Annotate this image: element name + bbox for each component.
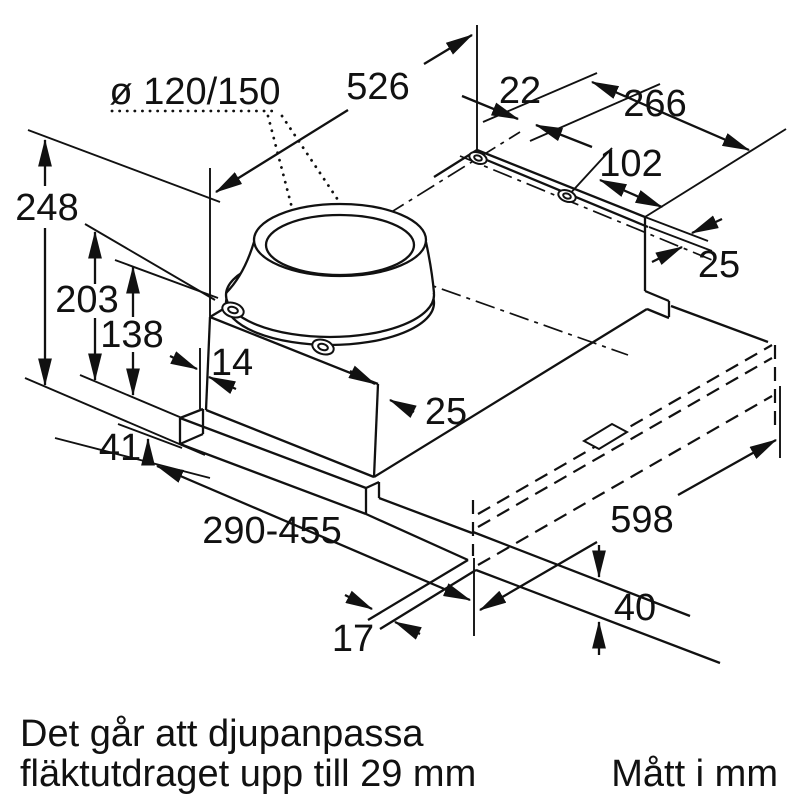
dim-recess-25: 25 <box>425 391 467 433</box>
dim-offset-22: 22 <box>499 70 541 112</box>
dim-height-203: 203 <box>55 279 118 321</box>
note-depth-adjust-line2: fläktutdraget upp till 29 mm <box>20 753 476 795</box>
dimension-arrows <box>38 34 778 655</box>
mounting-holes <box>221 150 577 356</box>
dim-depth-range-290-455: 290-455 <box>202 510 341 552</box>
dim-flange-25: 25 <box>698 244 740 286</box>
collar-top-rim-inner <box>264 213 416 277</box>
dim-gap-17: 17 <box>332 618 374 660</box>
dim-depth-266: 266 <box>623 83 686 125</box>
dim-offset-14: 14 <box>211 342 253 384</box>
duct-collar <box>224 202 436 347</box>
dim-height-138: 138 <box>100 314 163 356</box>
dim-height-248: 248 <box>15 187 78 229</box>
note-units: Mått i mm <box>611 753 778 795</box>
dim-front-height-40: 40 <box>614 587 656 629</box>
dimension-labels: ø 120/150 526 22 266 102 25 248 203 138 … <box>15 66 740 660</box>
dim-duct-diameter: ø 120/150 <box>109 71 280 113</box>
footnotes: Det går att djupanpassa fläktutdraget up… <box>20 713 778 795</box>
dim-trim-41: 41 <box>99 427 141 469</box>
dim-front-width-598: 598 <box>610 499 673 541</box>
panel-handle <box>581 422 630 451</box>
dim-width-526: 526 <box>346 66 409 108</box>
dim-hole-spacing-102: 102 <box>599 143 662 185</box>
note-depth-adjust-line1: Det går att djupanpassa <box>20 713 424 755</box>
pullout-front-panel-dashed <box>471 344 777 566</box>
